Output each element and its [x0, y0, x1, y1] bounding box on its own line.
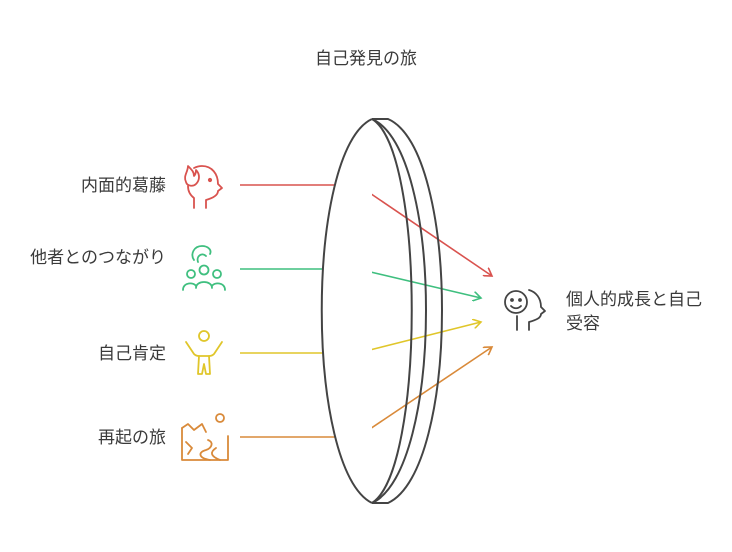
- input-label-self-affirmation: 自己肯定: [98, 344, 166, 364]
- group-people-icon: [182, 245, 226, 291]
- input-label-comeback: 再起の旅: [98, 428, 166, 448]
- outcome-label: 個人的成長と自己受容: [566, 290, 702, 334]
- lens-shape: [320, 118, 443, 504]
- diagram-title: 自己発見の旅: [315, 49, 417, 69]
- input-label-connection: 他者とのつながり: [30, 248, 166, 268]
- flaming-head-icon: [184, 165, 223, 209]
- smiling-head-icon: [504, 289, 546, 331]
- input-label-inner-conflict: 内面的葛藤: [81, 176, 166, 196]
- winding-road-icon: [181, 413, 229, 461]
- cheering-person-icon: [185, 330, 223, 375]
